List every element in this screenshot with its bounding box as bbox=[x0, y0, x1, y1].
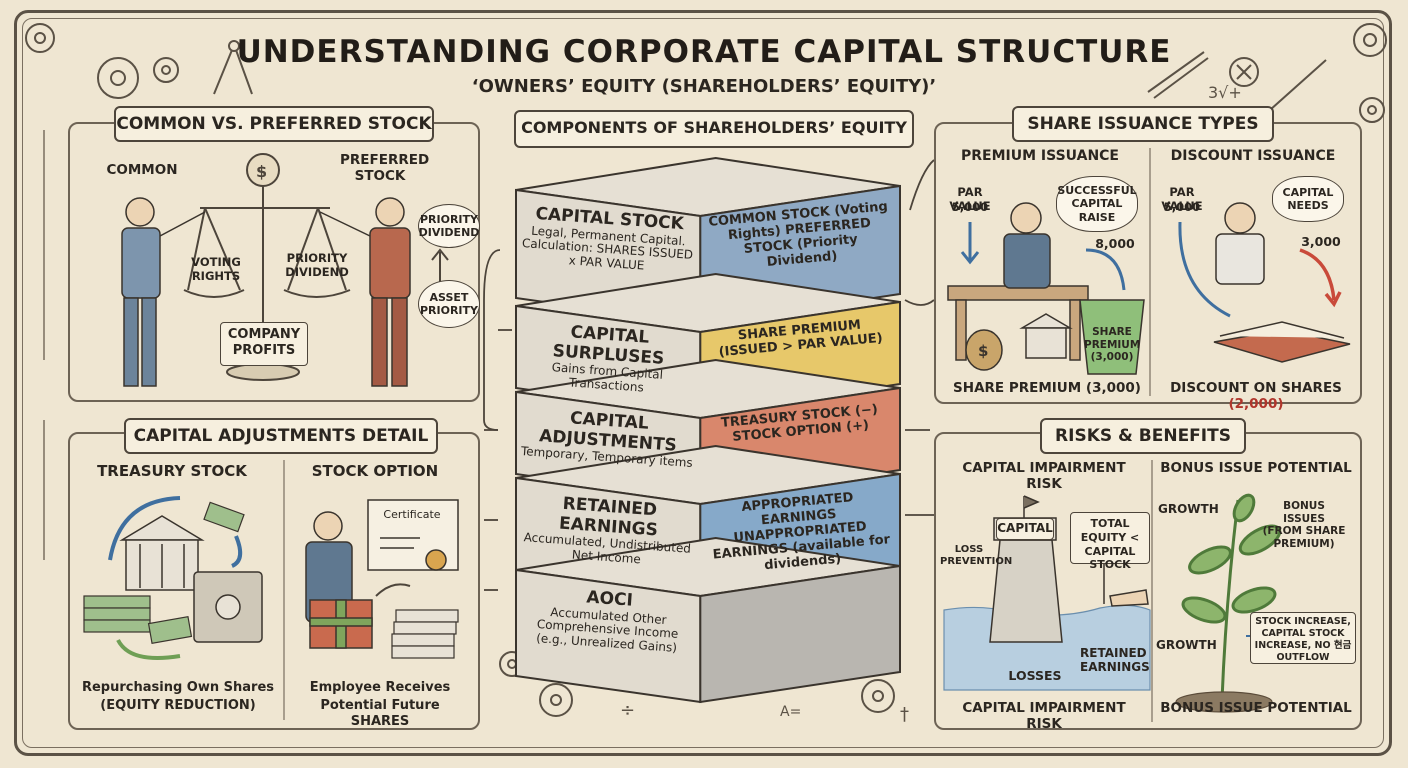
stock-increase-box: STOCK INCREASE, CAPITAL STOCK INCREASE, … bbox=[1250, 612, 1356, 664]
common-shareholder-figure bbox=[121, 197, 206, 387]
certificate-icon bbox=[367, 499, 459, 571]
discount-amount: 3,000 bbox=[1301, 234, 1341, 249]
premium-caption: SHARE PREMIUM (3,000) bbox=[953, 380, 1141, 396]
bank-icon bbox=[119, 515, 205, 591]
outer-frame bbox=[14, 10, 1392, 756]
equals-symbol-icon: A= bbox=[780, 704, 801, 720]
gift-box-icon bbox=[309, 599, 373, 649]
inner-frame bbox=[22, 18, 1384, 748]
stock-option-title: STOCK OPTION bbox=[311, 462, 439, 480]
bonus-title: BONUS ISSUE POTENTIAL bbox=[1160, 460, 1352, 476]
stack-layer-4 bbox=[515, 536, 901, 704]
retained-label: RETAINED EARNINGS bbox=[1080, 646, 1150, 675]
components-heading: COMPONENTS OF SHAREHOLDERS’ EQUITY bbox=[514, 110, 914, 148]
return-arrow bbox=[116, 638, 181, 660]
loss-prevention-label: LOSS PREVENTION bbox=[940, 544, 1013, 567]
flow-arrow bbox=[1085, 248, 1126, 291]
growth-top-label: GROWTH bbox=[1158, 502, 1219, 516]
option-caption-2: Potential Future SHARES bbox=[320, 698, 440, 729]
equity-sign: TOTAL EQUITY < CAPITAL STOCK bbox=[1070, 512, 1150, 571]
bonus-caption: BONUS ISSUE POTENTIAL bbox=[1160, 700, 1352, 716]
gear-icon bbox=[25, 23, 179, 99]
preferred-shareholder-figure bbox=[319, 197, 411, 387]
discount-caption-value: (2,000) bbox=[1228, 396, 1284, 413]
svg-text:$: $ bbox=[256, 162, 267, 181]
asset-priority-bubble: ASSET PRIORITY bbox=[418, 280, 480, 328]
svg-text:$: $ bbox=[978, 342, 988, 360]
discount-caption-text: DISCOUNT ON SHARES bbox=[1170, 380, 1342, 396]
treasury-caption-2: (EQUITY REDUCTION) bbox=[100, 698, 256, 713]
common-label: COMMON bbox=[106, 162, 178, 178]
par-value-arrow bbox=[1178, 221, 1231, 318]
manager-figure bbox=[1003, 202, 1051, 289]
stressed-figure bbox=[1215, 202, 1265, 285]
share-stack-icon bbox=[391, 609, 459, 659]
svg-text:3√+: 3√+ bbox=[1208, 83, 1242, 102]
premium-par-label: PAR VALUE bbox=[949, 185, 991, 213]
capital-adjustments-heading: CAPITAL ADJUSTMENTS DETAIL bbox=[124, 418, 438, 454]
premium-par-value: 5,000 bbox=[951, 200, 989, 214]
desk-icon bbox=[947, 285, 1089, 361]
capital-needs-bubble: CAPITAL NEEDS bbox=[1272, 176, 1344, 222]
connector-arrows bbox=[483, 159, 935, 591]
math-symbol-icon: 3√+ bbox=[1208, 57, 1259, 102]
treasury-stock-title: TREASURY STOCK bbox=[97, 462, 247, 480]
certificate-label: Certificate bbox=[383, 508, 441, 521]
book-icon bbox=[1213, 321, 1351, 363]
dagger-symbol-icon: † bbox=[900, 704, 909, 725]
pencil-icon bbox=[1147, 51, 1327, 111]
premium-issuance-title: PREMIUM ISSUANCE bbox=[961, 148, 1119, 164]
option-caption-1: Employee Receives bbox=[309, 680, 451, 695]
priority-dividend-bubble: PRIORITY DIVIDEND bbox=[418, 204, 480, 248]
treasury-caption-1: Repurchasing Own Shares bbox=[81, 680, 274, 695]
premium-amount: 8,000 bbox=[1095, 236, 1135, 251]
stack-layer-0 bbox=[515, 156, 901, 326]
bonus-issues-label: BONUS ISSUES (FROM SHARE PREMIUM) bbox=[1262, 500, 1346, 550]
plant-icon bbox=[1181, 493, 1282, 701]
stack-layer-side-face bbox=[699, 564, 901, 704]
capital-sign: CAPITAL bbox=[996, 518, 1054, 540]
impairment-caption: CAPITAL IMPAIRMENT RISK bbox=[962, 700, 1126, 733]
voting-rights-label: VOTING RIGHTS bbox=[191, 255, 241, 283]
capital-raise-bubble: SUCCESSFUL CAPITAL RAISE bbox=[1056, 176, 1138, 232]
gear-icon bbox=[1353, 23, 1387, 123]
priority-dividend-pan-label: PRIORITY DIVIDEND bbox=[285, 251, 349, 279]
share-issuance-heading: SHARE ISSUANCE TYPES bbox=[1012, 106, 1274, 142]
soil-icon bbox=[1175, 691, 1273, 713]
bank-icon bbox=[1019, 313, 1073, 359]
safe-icon bbox=[193, 571, 263, 643]
growth-bottom-label: GROWTH bbox=[1156, 638, 1217, 652]
money-bag-icon: $ bbox=[965, 329, 1003, 371]
page-subtitle: ‘OWNERS’ EQUITY (SHAREHOLDERS’ EQUITY)’ bbox=[471, 76, 937, 97]
gear-icon bbox=[499, 651, 895, 717]
divide-symbol-icon: ÷ bbox=[620, 700, 635, 721]
down-red-arrow bbox=[1299, 248, 1336, 301]
preferred-label: PREFERRED STOCK bbox=[340, 152, 430, 185]
company-profits-box: COMPANY PROFITS bbox=[220, 322, 308, 366]
losses-label: LOSSES bbox=[1008, 668, 1062, 683]
compass-icon bbox=[213, 40, 253, 95]
page-title: UNDERSTANDING CORPORATE CAPITAL STRUCTUR… bbox=[236, 34, 1172, 70]
premium-bucket-label: SHARE PREMIUM (3,000) bbox=[1084, 326, 1141, 364]
discount-par-value: 5,000 bbox=[1163, 200, 1201, 214]
cash-stack-icon bbox=[83, 501, 245, 645]
bucket-icon bbox=[1079, 299, 1145, 375]
risks-benefits-heading: RISKS & BENEFITS bbox=[1040, 418, 1246, 454]
hand-icon bbox=[1109, 589, 1149, 607]
discount-issuance-title: DISCOUNT ISSUANCE bbox=[1170, 148, 1336, 164]
common-vs-preferred-heading: COMMON VS. PREFERRED STOCK bbox=[114, 106, 434, 142]
discount-par-label: PAR VALUE bbox=[1161, 185, 1203, 213]
discount-caption: DISCOUNT ON SHARES (2,000) bbox=[1156, 380, 1356, 412]
repurchase-arrow bbox=[108, 496, 181, 561]
impairment-title: CAPITAL IMPAIRMENT RISK bbox=[962, 460, 1126, 493]
